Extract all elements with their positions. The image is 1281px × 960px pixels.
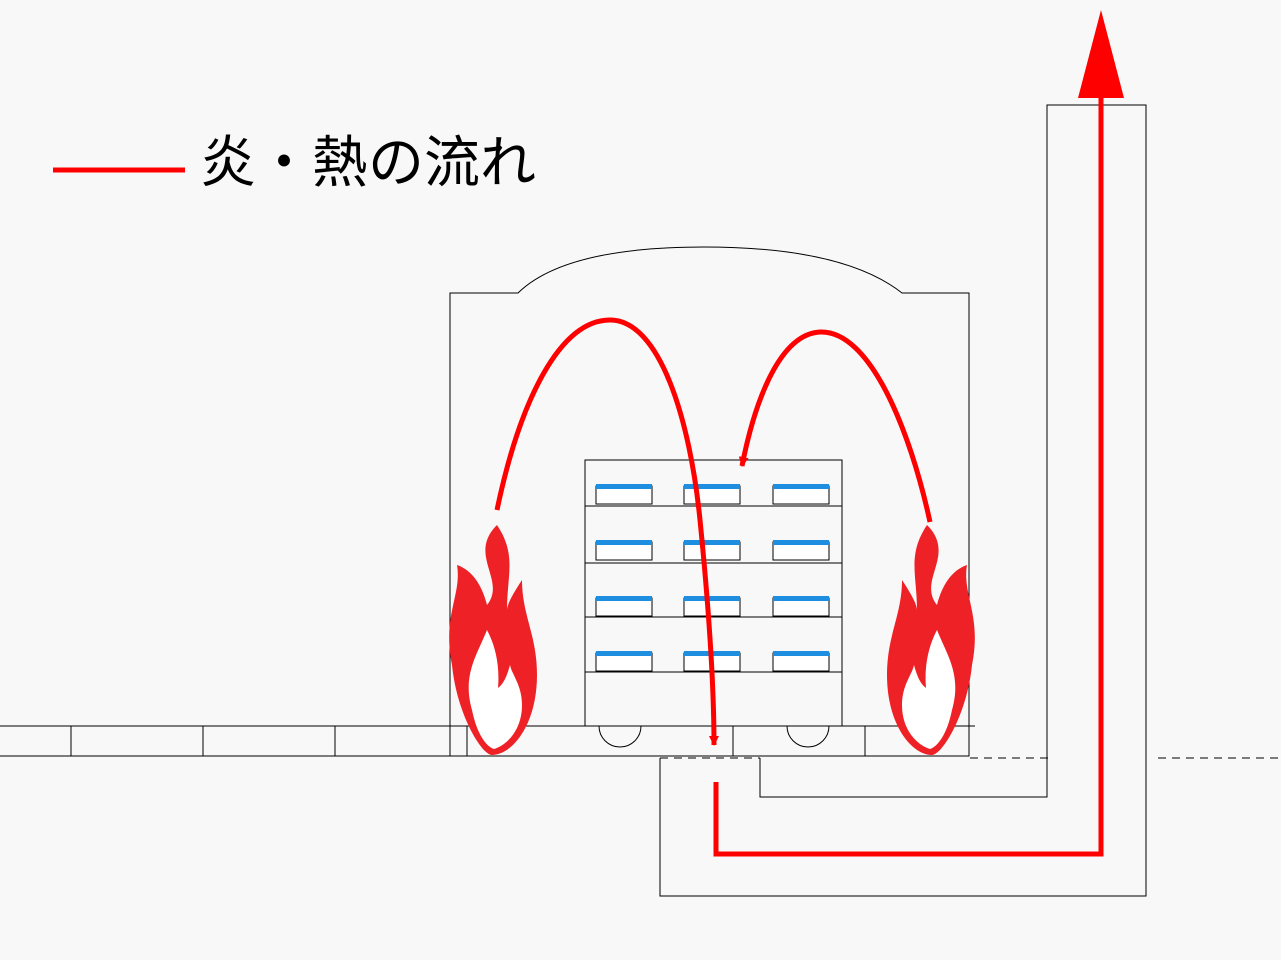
ware-piece	[683, 484, 741, 505]
flow-flue-chimney	[713, 96, 1104, 857]
flue-and-chimney	[659, 104, 1147, 897]
flame-right	[887, 525, 975, 755]
ware-piece	[595, 651, 653, 672]
flow-right-arc	[738, 329, 933, 523]
kiln-body	[449, 246, 970, 757]
ware-piece	[683, 596, 741, 617]
ware-piece	[595, 540, 653, 561]
chimney-exit-arrowhead	[1078, 10, 1124, 98]
ware-piece	[772, 651, 830, 672]
ware-piece	[772, 596, 830, 617]
flow-left-arc	[494, 317, 719, 746]
ware-piece	[772, 540, 830, 561]
heat-flow-arrows	[494, 96, 1104, 857]
cart-wheels	[598, 725, 830, 748]
ware-piece	[595, 484, 653, 505]
ware-piece	[595, 596, 653, 617]
legend-label: 炎・熱の流れ	[200, 131, 536, 196]
flame-left	[449, 525, 537, 755]
ware-piece	[683, 540, 741, 561]
ware-piece	[772, 484, 830, 505]
